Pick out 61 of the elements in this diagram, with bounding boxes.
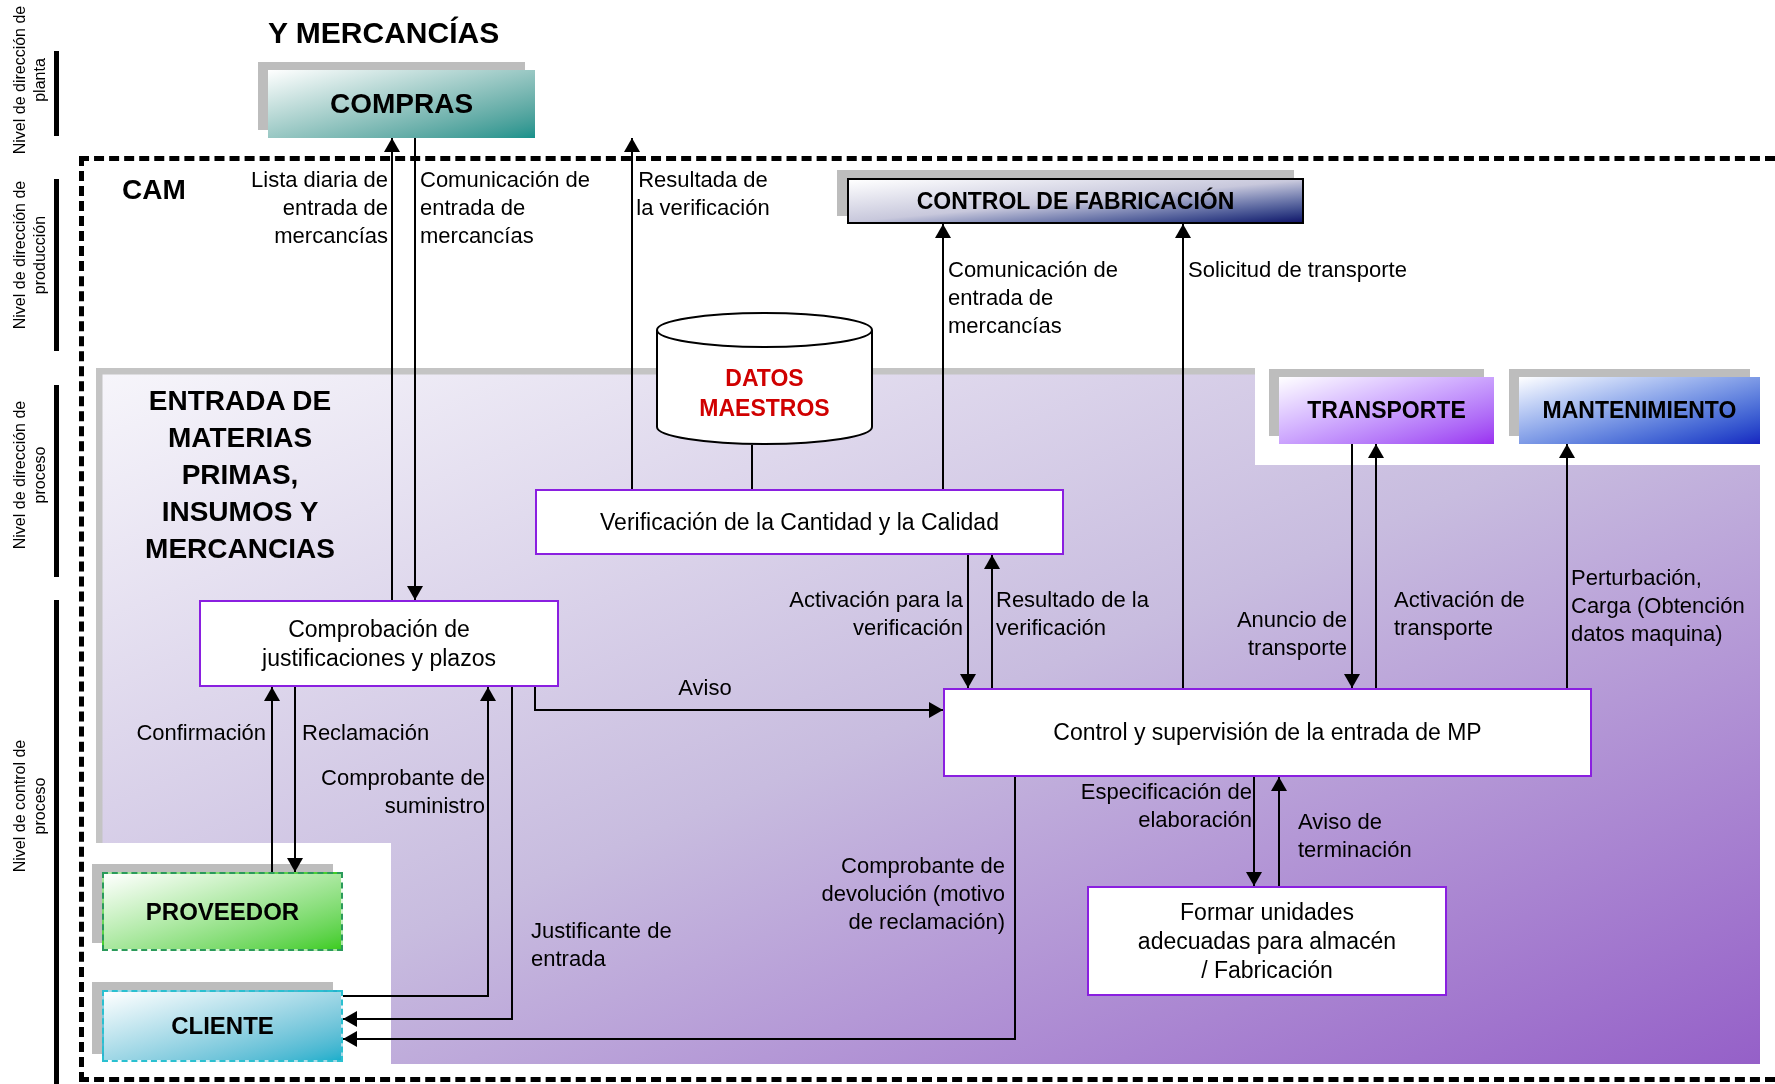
diagram-title: Y MERCANCÍAS xyxy=(268,15,500,51)
arrow xyxy=(534,686,944,718)
edge-label: Comprobante de suministro xyxy=(320,764,485,820)
level-label: Nivel de dirección de proceso xyxy=(10,400,49,550)
process-label: Comprobación de justificaciones y plazos xyxy=(260,614,497,673)
edge-label: Lista diaria de entrada de mercancías xyxy=(250,166,388,250)
external-label: PROVEEDOR xyxy=(145,896,300,927)
process-label: Control y supervisión de la entrada de MP xyxy=(1053,718,1482,748)
arrow xyxy=(1246,776,1262,887)
edge-label: Aviso de terminación xyxy=(1298,808,1413,864)
edge-label: Resultado de la verificación xyxy=(996,586,1150,642)
process-label: Verificación de la Cantidad y la Calidad xyxy=(600,507,999,537)
edge-label: Perturbación, Carga (Obtención datos maquina) xyxy=(1571,564,1746,648)
header-label: COMPRAS xyxy=(329,87,474,121)
edge-label: Comunicación de entrada de mercancías xyxy=(420,166,591,250)
edge-label: Solicitud de transporte xyxy=(1188,256,1408,284)
edge-label: Comunicación de entrada de mercancías xyxy=(948,256,1119,340)
arrow xyxy=(1175,223,1191,689)
edge-label: Justificante de entrada xyxy=(531,917,673,973)
level-label: Nivel de dirección de planta xyxy=(10,5,49,155)
arrow xyxy=(407,137,423,601)
external-label: CLIENTE xyxy=(171,1011,274,1041)
header-label: TRANSPORTE xyxy=(1307,396,1466,426)
process-box xyxy=(199,600,559,687)
connector-line xyxy=(751,444,753,490)
arrow xyxy=(342,776,1016,1047)
edge-label: Anuncio de transporte xyxy=(1235,606,1347,662)
edge-label: Especificación de elaboración xyxy=(1079,778,1252,834)
edge-label: Activación para la verificación xyxy=(788,586,963,642)
arrow xyxy=(287,686,303,873)
arrow xyxy=(624,137,640,490)
dashed-region xyxy=(79,156,1775,1082)
level-label: Nivel de control de proceso xyxy=(10,738,49,875)
arrow xyxy=(264,686,280,873)
arrow xyxy=(960,554,976,689)
edge-label: Reclamación xyxy=(302,719,431,747)
process-box xyxy=(1087,886,1447,996)
arrow xyxy=(342,686,513,1027)
process-box xyxy=(943,688,1592,777)
edge-label: Confirmación xyxy=(135,719,266,747)
database-label: DATOS MAESTROS xyxy=(698,363,831,423)
edge-label: Aviso xyxy=(677,674,733,702)
arrow xyxy=(1559,443,1575,689)
arrow xyxy=(935,223,951,490)
header-label: MANTENIMIENTO xyxy=(1542,396,1737,426)
arrow xyxy=(984,554,1000,689)
header-label: CONTROL DE FABRICACIÓN xyxy=(916,186,1235,216)
edge-label: Activación de transporte xyxy=(1394,586,1526,642)
arrow xyxy=(1344,443,1360,689)
level-label: Nivel de dirección de producción xyxy=(10,180,49,330)
arrow xyxy=(1271,776,1287,887)
process-box xyxy=(535,489,1064,555)
region-label: CAM xyxy=(122,173,186,207)
edge-label: Comprobante de devolución (motivo de reclamación) xyxy=(820,852,1005,936)
edge-label: Resultada de la verificación xyxy=(636,166,770,222)
process-label: Formar unidades adecuadas para almacén / Fabricación xyxy=(1137,897,1397,985)
arrow xyxy=(384,137,400,601)
arrow xyxy=(1368,443,1384,689)
arrow xyxy=(342,686,496,997)
panel-title: ENTRADA DE MATERIAS PRIMAS, INSUMOS Y MERCANCIAS xyxy=(144,384,336,566)
database-cylinder xyxy=(656,312,873,445)
